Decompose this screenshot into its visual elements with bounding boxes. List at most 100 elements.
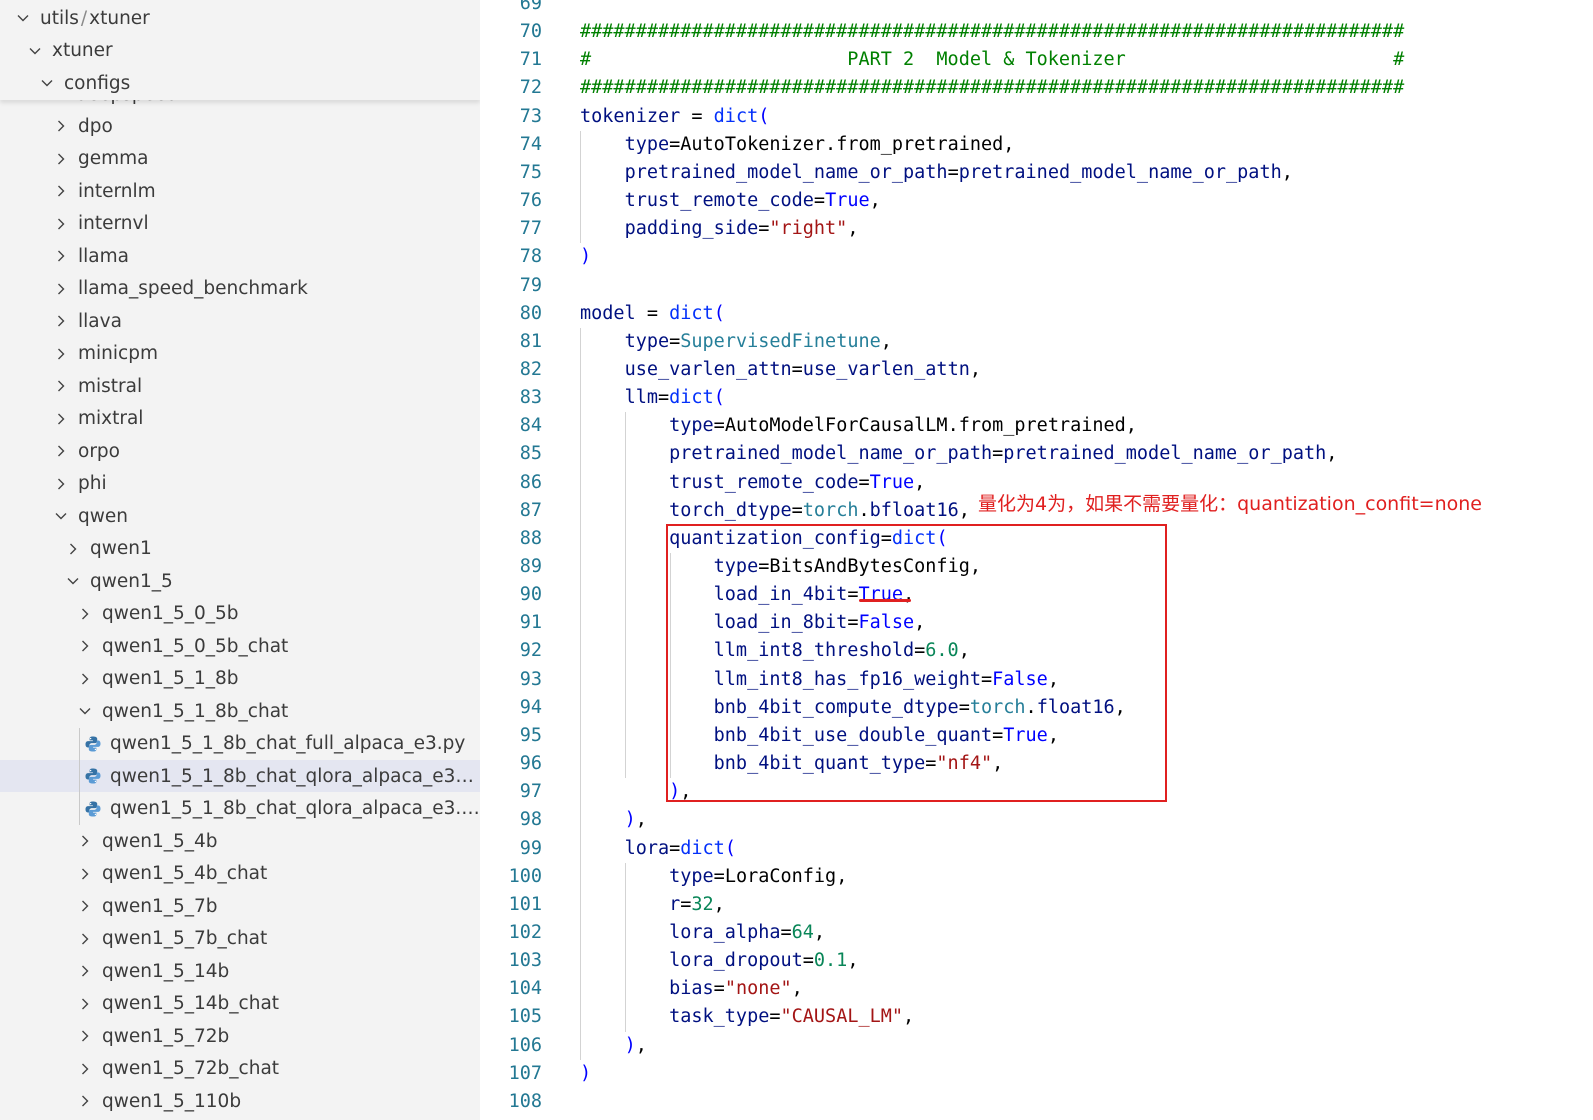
chevron-right-icon[interactable]	[54, 282, 68, 296]
code-line[interactable]: load_in_8bit=False,	[580, 609, 926, 637]
code-line[interactable]: tokenizer = dict(	[580, 103, 769, 131]
folder-row-mistral[interactable]: mistral	[0, 370, 480, 402]
code-line[interactable]: model = dict(	[580, 300, 725, 328]
code-line[interactable]: bnb_4bit_use_double_quant=True,	[580, 722, 1059, 750]
chevron-down-icon[interactable]	[66, 574, 80, 588]
folder-row-qwen1-5-72b[interactable]: qwen1_5_72b	[0, 1020, 480, 1052]
chevron-right-icon[interactable]	[54, 314, 68, 328]
code-line[interactable]: torch_dtype=torch.bfloat16,	[580, 497, 970, 525]
code-line[interactable]: type=BitsAndBytesConfig,	[580, 553, 981, 581]
code-line[interactable]: pretrained_model_name_or_path=pretrained…	[580, 159, 1293, 187]
chevron-right-icon[interactable]	[78, 607, 92, 621]
code-line[interactable]: r=32,	[580, 891, 725, 919]
code-line[interactable]: bias="none",	[580, 975, 803, 1003]
folder-row-mixtral[interactable]: mixtral	[0, 403, 480, 435]
chevron-right-icon[interactable]	[54, 477, 68, 491]
chevron-right-icon[interactable]	[54, 217, 68, 231]
code-line[interactable]: lora_alpha=64,	[580, 919, 825, 947]
sticky-folder-2[interactable]: configs	[0, 67, 480, 99]
chevron-right-icon[interactable]	[78, 964, 92, 978]
code-line[interactable]: llm=dict(	[580, 384, 725, 412]
chevron-right-icon[interactable]	[78, 1094, 92, 1108]
code-line[interactable]: trust_remote_code=True,	[580, 187, 881, 215]
folder-row-qwen1-5-1-8b[interactable]: qwen1_5_1_8b	[0, 663, 480, 695]
file-row-qwen1-5-1-8b-chat-full-alpaca-e3-py[interactable]: qwen1_5_1_8b_chat_full_alpaca_e3.py	[0, 728, 480, 760]
sticky-folder-1[interactable]: xtuner	[0, 35, 480, 67]
chevron-right-icon[interactable]	[54, 412, 68, 426]
code-line[interactable]: pretrained_model_name_or_path=pretrained…	[580, 440, 1337, 468]
code-line[interactable]: ),	[580, 1032, 647, 1060]
folder-row-llava[interactable]: llava	[0, 305, 480, 337]
code-line[interactable]: llm_int8_has_fp16_weight=False,	[580, 666, 1059, 694]
code-line[interactable]: type=LoraConfig,	[580, 863, 847, 891]
code-line[interactable]: padding_side="right",	[580, 215, 859, 243]
chevron-right-icon[interactable]	[54, 152, 68, 166]
code-line[interactable]: ),	[580, 806, 647, 834]
code-line[interactable]: # PART 2 Model & Tokenizer #	[580, 46, 1404, 74]
folder-row-internvl[interactable]: internvl	[0, 208, 480, 240]
chevron-right-icon[interactable]	[78, 639, 92, 653]
code-line[interactable]: lora=dict(	[580, 835, 736, 863]
code-line[interactable]: llm_int8_threshold=6.0,	[580, 637, 970, 665]
chevron-right-icon[interactable]	[78, 867, 92, 881]
chevron-right-icon[interactable]	[78, 834, 92, 848]
folder-row-qwen1-5-0-5b-chat[interactable]: qwen1_5_0_5b_chat	[0, 630, 480, 662]
code-line[interactable]: task_type="CAUSAL_LM",	[580, 1003, 914, 1031]
folder-row-qwen1-5-110b[interactable]: qwen1_5_110b	[0, 1085, 480, 1117]
folder-row-qwen1-5-7b-chat[interactable]: qwen1_5_7b_chat	[0, 923, 480, 955]
chevron-right-icon[interactable]	[54, 184, 68, 198]
code-line[interactable]: use_varlen_attn=use_varlen_attn,	[580, 356, 981, 384]
code-line[interactable]: type=AutoTokenizer.from_pretrained,	[580, 131, 1015, 159]
folder-row-qwen1-5-7b[interactable]: qwen1_5_7b	[0, 890, 480, 922]
file-row-qwen1-5-1-8b-chat-qlora-alpaca-e3-new[interactable]: qwen1_5_1_8b_chat_qlora_alpaca_e3_new...	[0, 760, 480, 792]
code-line[interactable]: bnb_4bit_compute_dtype=torch.float16,	[580, 694, 1126, 722]
folder-row-qwen[interactable]: qwen	[0, 500, 480, 532]
folder-row-qwen1-5-0-5b[interactable]: qwen1_5_0_5b	[0, 598, 480, 630]
folder-row-qwen1-5-4b[interactable]: qwen1_5_4b	[0, 825, 480, 857]
code-line[interactable]: )	[580, 243, 591, 271]
folder-row-qwen1-5-14b[interactable]: qwen1_5_14b	[0, 955, 480, 987]
chevron-right-icon[interactable]	[54, 379, 68, 393]
chevron-right-icon[interactable]	[78, 932, 92, 946]
code-line[interactable]: ########################################…	[580, 18, 1404, 46]
code-line[interactable]: lora_dropout=0.1,	[580, 947, 858, 975]
folder-row-gemma[interactable]: gemma	[0, 143, 480, 175]
chevron-right-icon[interactable]	[78, 1062, 92, 1076]
chevron-right-icon[interactable]	[54, 249, 68, 263]
chevron-right-icon[interactable]	[78, 997, 92, 1011]
folder-row-orpo[interactable]: orpo	[0, 435, 480, 467]
folder-row-llama-speed-benchmark[interactable]: llama_speed_benchmark	[0, 273, 480, 305]
code-line[interactable]: type=SupervisedFinetune,	[580, 328, 892, 356]
folder-row-qwen1[interactable]: qwen1	[0, 533, 480, 565]
folder-row-llama[interactable]: llama	[0, 240, 480, 272]
chevron-right-icon[interactable]	[78, 1029, 92, 1043]
code-line[interactable]: load_in_4bit=True,	[580, 581, 915, 609]
folder-row-minicpm[interactable]: minicpm	[0, 338, 480, 370]
chevron-right-icon[interactable]	[54, 119, 68, 133]
folder-row-qwen1-5-4b-chat[interactable]: qwen1_5_4b_chat	[0, 858, 480, 890]
chevron-down-icon[interactable]	[78, 704, 92, 718]
folder-row-phi[interactable]: phi	[0, 468, 480, 500]
file-row-qwen1-5-1-8b-chat-qlora-alpaca-e3-py[interactable]: qwen1_5_1_8b_chat_qlora_alpaca_e3.py	[0, 793, 480, 825]
folder-row-qwen1-5-1-8b-chat[interactable]: qwen1_5_1_8b_chat	[0, 695, 480, 727]
code-line[interactable]: type=AutoModelForCausalLM.from_pretraine…	[580, 412, 1137, 440]
chevron-down-icon[interactable]	[16, 11, 30, 25]
code-line[interactable]: ########################################…	[580, 74, 1404, 102]
chevron-down-icon[interactable]	[28, 44, 42, 58]
code-line[interactable]: quantization_config=dict(	[580, 525, 947, 553]
code-line[interactable]: trust_remote_code=True,	[580, 469, 925, 497]
folder-row-qwen1-5[interactable]: qwen1_5	[0, 565, 480, 597]
folder-row-internlm[interactable]: internlm	[0, 175, 480, 207]
folder-row-qwen1-5-72b-chat[interactable]: qwen1_5_72b_chat	[0, 1053, 480, 1085]
chevron-down-icon[interactable]	[40, 76, 54, 90]
code-line[interactable]: )	[580, 1060, 591, 1088]
chevron-right-icon[interactable]	[54, 347, 68, 361]
chevron-right-icon[interactable]	[54, 444, 68, 458]
sticky-folder-0[interactable]: utils/xtuner	[0, 2, 480, 34]
folder-row-dpo[interactable]: dpo	[0, 110, 480, 142]
chevron-right-icon[interactable]	[78, 672, 92, 686]
chevron-right-icon[interactable]	[66, 542, 80, 556]
chevron-down-icon[interactable]	[54, 509, 68, 523]
code-line[interactable]: ),	[580, 778, 691, 806]
